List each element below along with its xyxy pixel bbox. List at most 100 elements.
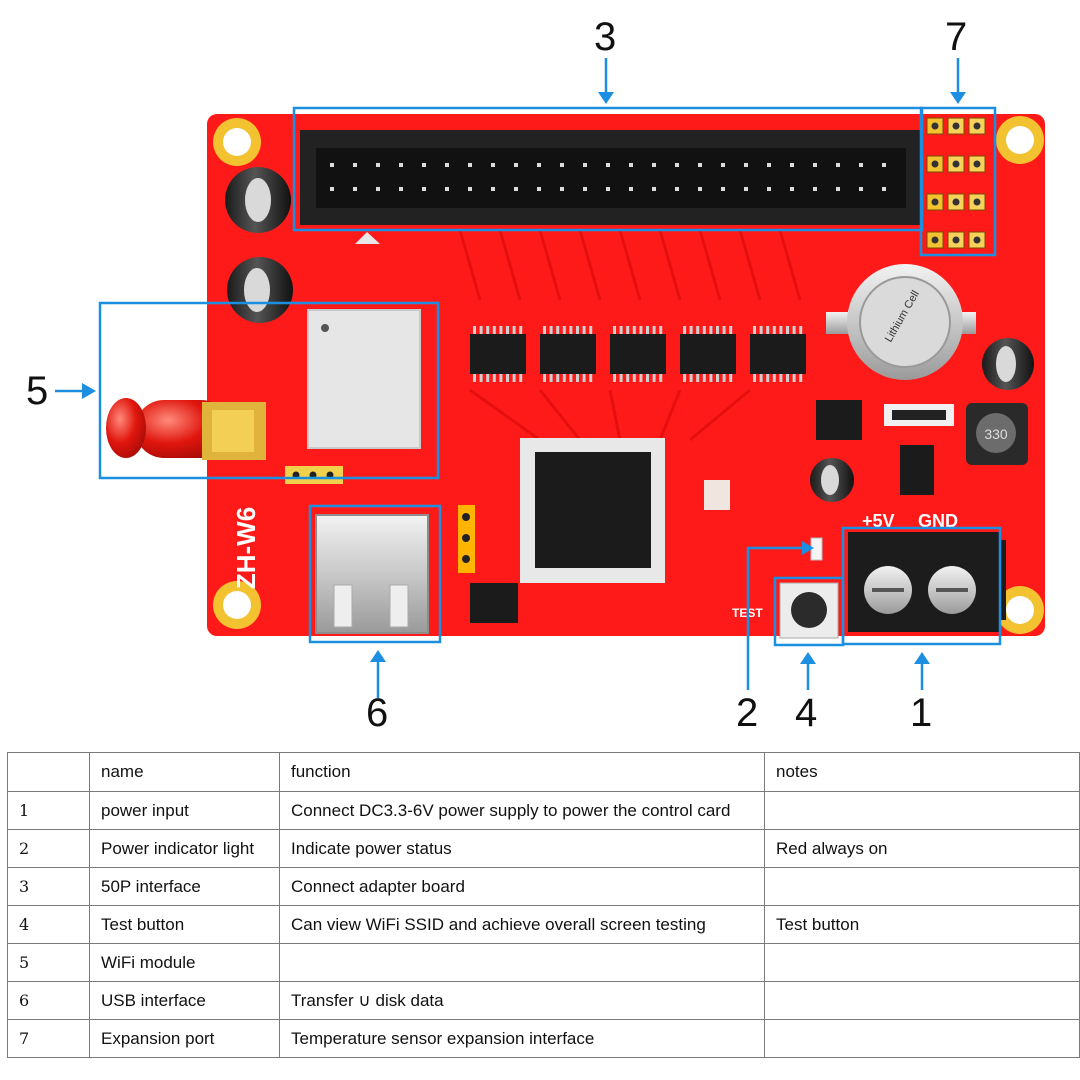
- callout-box-6: [308, 504, 442, 644]
- header-pin: [606, 163, 610, 167]
- cell-index: 6: [7, 981, 90, 1020]
- header-pin: [721, 187, 725, 191]
- header-pin: [813, 163, 817, 167]
- callout-number-7: 7: [945, 15, 967, 59]
- cell-index: 1: [7, 791, 90, 830]
- header-pin: [836, 163, 840, 167]
- chip-lead: [766, 326, 770, 334]
- callout-overlays: [55, 58, 1002, 698]
- chip-lead: [582, 374, 586, 382]
- pin-header-small: [285, 466, 475, 573]
- chip-lead: [486, 374, 490, 382]
- chip-lead: [659, 374, 663, 382]
- chip-lead: [702, 326, 706, 334]
- chip-lead: [639, 326, 643, 334]
- header-pin: [468, 187, 472, 191]
- header-pin: [468, 163, 472, 167]
- chip-lead: [576, 326, 579, 334]
- header-pin: [859, 163, 863, 167]
- chip-lead: [632, 374, 636, 382]
- header-pin: [491, 163, 495, 167]
- chip-lead: [549, 326, 553, 334]
- chip-lead: [486, 326, 490, 334]
- expansion-pad-hole: [973, 198, 981, 206]
- chip-lead: [556, 374, 560, 382]
- chip-lead: [543, 374, 546, 382]
- header-pin: [813, 187, 817, 191]
- chip-lead: [792, 326, 796, 334]
- chip-lead: [696, 326, 700, 334]
- chip-lead: [492, 326, 496, 334]
- cell-name: USB interface: [89, 981, 280, 1020]
- mounting-holes: [213, 116, 1044, 634]
- callout-arrowheads: [82, 92, 966, 664]
- chip-lead: [613, 374, 616, 382]
- chip-lead: [766, 374, 770, 382]
- header-pin: [537, 187, 541, 191]
- chip-lead: [543, 326, 546, 334]
- header-pin: [330, 163, 334, 167]
- chip-lead: [492, 374, 496, 382]
- chip-lead: [689, 326, 693, 334]
- cell-notes: [764, 943, 1080, 982]
- cell-index: 2: [7, 829, 90, 868]
- chip-lead: [569, 326, 573, 334]
- chip-lead: [576, 374, 579, 382]
- cell-function: Connect adapter board: [279, 867, 765, 906]
- cell-function: Connect DC3.3-6V power supply to power t…: [279, 791, 765, 830]
- cell-notes: [764, 1019, 1080, 1058]
- chip-lead: [753, 326, 756, 334]
- header-pin: [491, 187, 495, 191]
- board-model-label: ZH-W6: [231, 507, 261, 589]
- chip-lead: [779, 374, 783, 382]
- header-pin: [353, 163, 357, 167]
- callout-box-7: [919, 106, 997, 257]
- chip-lead: [626, 326, 630, 334]
- driver-chip: [750, 334, 806, 374]
- cell-function: Transfer ∪ disk data: [279, 981, 765, 1020]
- callout-number-5: 5: [26, 369, 48, 413]
- cell-function: Indicate power status: [279, 829, 765, 868]
- header-pin: [652, 187, 656, 191]
- cell-index: 3: [7, 867, 90, 906]
- chip-lead: [479, 374, 483, 382]
- callout-box-5: [98, 301, 440, 480]
- header-pin: [675, 163, 679, 167]
- header-notes: notes: [764, 752, 1080, 792]
- coin-cell-battery: Lithium Cell: [826, 264, 976, 380]
- cell-index: 4: [7, 905, 90, 944]
- chip-lead: [569, 374, 573, 382]
- header-pin: [445, 163, 449, 167]
- header-name: name: [89, 752, 280, 792]
- chip-lead: [683, 374, 686, 382]
- cell-index: 5: [7, 943, 90, 982]
- chip-lead: [772, 374, 776, 382]
- header-pin: [882, 187, 886, 191]
- expansion-pad-hole: [973, 236, 981, 244]
- chip-lead: [716, 374, 719, 382]
- header-pin: [698, 163, 702, 167]
- cell-notes: [764, 981, 1080, 1020]
- expansion-pad-hole: [931, 160, 939, 168]
- chip-lead: [549, 374, 553, 382]
- expansion-pad-hole: [931, 236, 939, 244]
- chip-lead: [479, 326, 483, 334]
- chip-lead: [562, 326, 566, 334]
- driver-chips: [470, 326, 806, 382]
- cell-name: Expansion port: [89, 1019, 280, 1058]
- expansion-pad-hole: [952, 160, 960, 168]
- callout-box-1: [841, 526, 1002, 646]
- expansion-header: [926, 117, 986, 249]
- cell-index: 7: [7, 1019, 90, 1058]
- label-gnd: GND: [918, 511, 958, 531]
- chip-lead: [619, 326, 623, 334]
- header-pin: [629, 187, 633, 191]
- header-pin: [583, 163, 587, 167]
- cell-function: Can view WiFi SSID and achieve overall s…: [279, 905, 765, 944]
- expansion-pad-hole: [952, 122, 960, 130]
- header-pin: [698, 187, 702, 191]
- chip-lead: [619, 374, 623, 382]
- header-pin: [399, 187, 403, 191]
